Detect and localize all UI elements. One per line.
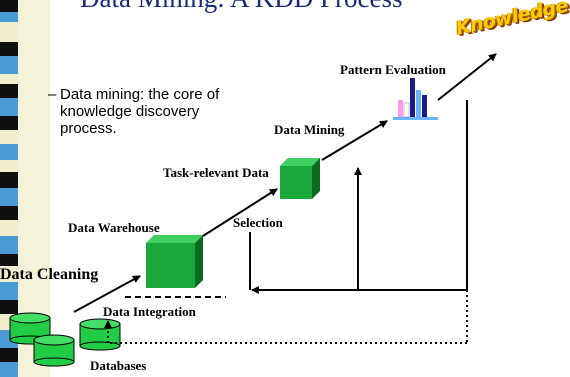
bullet-text: Data mining: the core of knowledge disco…	[60, 86, 220, 137]
label-selection: Selection	[233, 215, 283, 230]
data-warehouse-cube	[146, 235, 203, 288]
label-data-warehouse: Data Warehouse	[68, 220, 160, 235]
label-data-cleaning: Data Cleaning	[0, 266, 99, 283]
page-title: Data Mining: A KDD Process	[80, 0, 402, 14]
label-databases: Databases	[90, 358, 147, 373]
arrow-pattern-to-knowledge	[437, 53, 497, 101]
database-cylinder-2	[33, 334, 75, 367]
database-cylinder-1	[9, 312, 51, 345]
database-cylinder-3	[79, 318, 121, 351]
bullet-dash-icon: –	[48, 86, 57, 103]
arrow-db-to-warehouse	[73, 275, 141, 313]
label-task-relevant-data: Task-relevant Data	[163, 165, 269, 180]
label-pattern-evaluation: Pattern Evaluation	[340, 62, 446, 77]
arrow-warehouse-to-task	[202, 188, 278, 237]
arrow-task-to-pattern	[321, 120, 388, 161]
label-data-integration: Data Integration	[103, 304, 196, 319]
bullet-point: – Data mining: the core of knowledge dis…	[48, 86, 260, 137]
pattern-bars-icon	[393, 78, 438, 120]
task-relevant-data-cube	[280, 158, 320, 199]
label-data-mining: Data Mining	[274, 122, 345, 137]
